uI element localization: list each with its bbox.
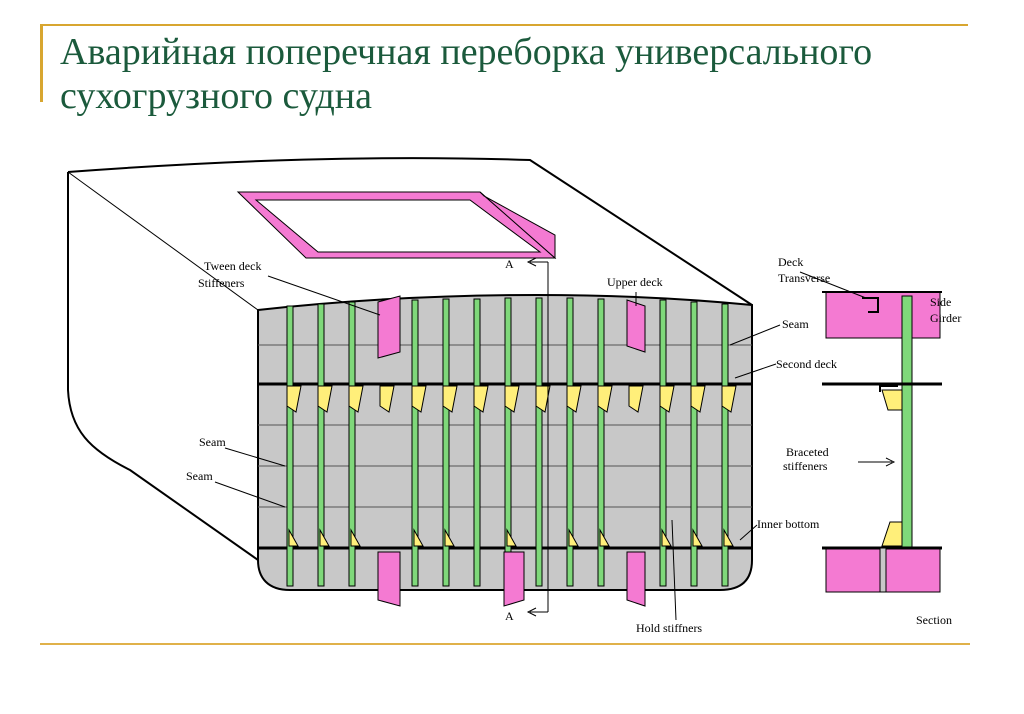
section-bracket-bottom <box>881 521 903 547</box>
bracket <box>692 528 703 547</box>
stiffener <box>597 298 605 587</box>
stiffener <box>473 298 481 587</box>
bracket <box>413 528 424 547</box>
stiffener <box>690 301 698 587</box>
section-caption: Section <box>916 613 952 627</box>
section-label-bottom: A <box>505 609 514 623</box>
stiffener <box>442 298 450 587</box>
stiffener <box>348 301 356 587</box>
hatch-opening <box>254 199 542 253</box>
bracket <box>661 528 672 547</box>
braceted-arrowhead <box>885 457 896 467</box>
bracket <box>566 385 582 413</box>
seam-leader-left-2 <box>214 481 286 508</box>
deck-girder <box>377 295 401 359</box>
transverse-leader <box>799 271 867 299</box>
braceted-stiffeners-label: stiffeners <box>783 459 828 473</box>
seam-label-right: Seam <box>782 317 809 331</box>
top-accent-rule <box>40 24 968 26</box>
section-arrowhead-bottom <box>526 607 537 617</box>
inner-bottom-leader <box>739 524 758 541</box>
bracket <box>597 385 613 413</box>
section-deck-beam <box>825 291 941 339</box>
stiffener <box>317 303 325 587</box>
lower-bracket-group <box>288 528 734 547</box>
bracket <box>286 385 302 413</box>
bracket <box>599 528 610 547</box>
hull-top-line <box>67 157 753 306</box>
deck-label: Deck <box>778 255 803 269</box>
bracket <box>568 528 579 547</box>
hatch-side <box>479 191 556 260</box>
transverse-label: Transverse <box>778 271 830 285</box>
stiffener <box>411 299 419 587</box>
slide-title: Аварийная поперечная переборка универсал… <box>60 31 873 117</box>
bracket <box>723 528 734 547</box>
tween-deck-leader <box>267 275 381 316</box>
section-bracket-top <box>881 389 903 411</box>
stiffener <box>286 305 294 587</box>
braceted-label: Braceted <box>786 445 829 459</box>
bracket <box>379 385 395 413</box>
bracket <box>350 528 361 547</box>
bracket <box>288 528 299 547</box>
bracket <box>348 385 364 413</box>
bracket <box>444 528 455 547</box>
seam-leader-right <box>729 324 781 346</box>
second-deck-leader <box>734 363 777 379</box>
side-label: Side <box>930 295 951 309</box>
tween-stiffeners-label: Stiffeners <box>198 276 245 290</box>
deck-girder <box>626 299 646 353</box>
stiffener <box>659 299 667 587</box>
section-bracket-profile <box>879 385 898 392</box>
bracket <box>659 385 675 413</box>
upper-deck-label: Upper deck <box>607 275 663 289</box>
bracket <box>473 385 489 413</box>
bottom-girder <box>626 551 646 607</box>
stiffener <box>721 303 729 587</box>
bracket <box>442 385 458 413</box>
stiffener <box>566 297 574 587</box>
stiffener-group <box>286 297 729 587</box>
girder-label: Girder <box>930 311 961 325</box>
bracket <box>506 528 517 547</box>
bracket <box>628 385 644 413</box>
hold-stiffners-label: Hold stiffners <box>636 621 702 635</box>
second-deck-label: Second deck <box>776 357 837 371</box>
stiffener <box>535 297 543 587</box>
inner-bottom-label: Inner bottom <box>757 517 820 531</box>
tween-deck-label: Tween deck <box>204 259 261 273</box>
bracket <box>690 385 706 413</box>
seam-label-left-2: Seam <box>186 469 213 483</box>
bottom-girder <box>503 551 525 607</box>
section-transverse-profile <box>862 297 879 313</box>
seam-leader-left-1 <box>224 447 286 467</box>
section-label-top: A <box>505 257 514 271</box>
hold-stiffners-leader <box>671 519 677 621</box>
bracket <box>319 528 330 547</box>
seam-label-left-1: Seam <box>199 435 226 449</box>
hull-edge-line <box>67 171 259 311</box>
hull-side-line <box>67 172 259 561</box>
section-view <box>822 291 942 593</box>
bracket <box>721 385 737 413</box>
upper-bracket-group <box>286 385 737 413</box>
bracket <box>317 385 333 413</box>
title-accent-bar <box>40 24 43 102</box>
bracket <box>504 385 520 413</box>
section-keel-plate <box>879 547 887 593</box>
bracket <box>535 385 551 413</box>
bottom-accent-rule <box>40 643 970 645</box>
bottom-girder <box>377 551 401 607</box>
section-arrowhead-top <box>526 257 537 267</box>
bracket <box>411 385 427 413</box>
